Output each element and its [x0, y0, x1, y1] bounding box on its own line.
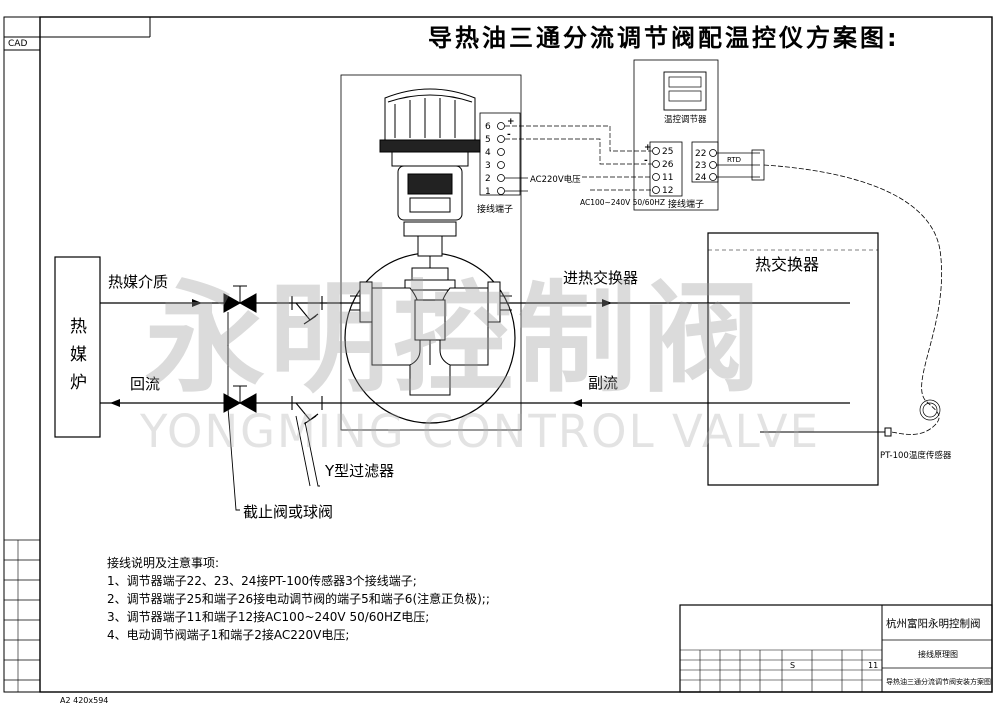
valve-detail-frame: [340, 74, 522, 431]
watermark-cn: 永明控制阀: [145, 270, 765, 409]
svg-text:24: 24: [695, 173, 707, 183]
controller-terminal-block-a: [649, 141, 683, 197]
supply-arrow-2: [602, 299, 612, 307]
into-exchanger-label: 进热交换器: [563, 269, 638, 287]
title-block-drawing-name: 导热油三通分流调节阀安装方案图: [886, 677, 991, 686]
controller-frame: [633, 59, 719, 211]
furnace-label-2: 媒: [70, 345, 87, 365]
valve-terminal-4: 4: [485, 148, 505, 158]
heat-medium-label: 热媒介质: [108, 273, 168, 291]
svg-text:26: 26: [662, 160, 674, 170]
sheet-frame: [3, 16, 993, 693]
wiring-notes: 接线说明及注意事项: 1、调节器端子22、23、24接PT-100传感器3个接线…: [107, 555, 490, 642]
valve-terminal-3: 3: [485, 161, 505, 171]
return-arrow-1: [110, 399, 120, 407]
svg-text:11: 11: [662, 173, 673, 183]
controller-label: 温控调节器: [664, 114, 707, 125]
watermark-en: YONGMING CONTROL VALVE: [139, 405, 820, 458]
svg-text:5: 5: [485, 135, 491, 145]
rtd-label: RTD: [727, 156, 741, 164]
valve-terminals: 6 5 4 3 2 1: [485, 122, 505, 197]
stop-valve-supply: [223, 285, 257, 313]
power-wires: [582, 176, 652, 191]
sensor-cable: [763, 164, 942, 435]
title-block-scale: S: [790, 661, 795, 670]
y-filter-supply: [291, 296, 323, 325]
valve-terminal-5: 5: [485, 135, 505, 145]
svg-text:25: 25: [662, 147, 673, 157]
signal-wires: [505, 125, 652, 165]
title-block-company: 杭州富阳永明控制阀: [886, 617, 981, 630]
svg-text:22: 22: [695, 149, 706, 159]
sensor-head: [884, 427, 892, 437]
ctrl-terminal-24: 24: [695, 173, 717, 183]
plus-sign-ctrl: +: [644, 143, 652, 153]
svg-text:12: 12: [662, 186, 673, 196]
plus-sign: +: [507, 117, 515, 127]
ctrl-terminal-22: 22: [695, 149, 717, 159]
minus-sign-ctrl: -: [644, 156, 648, 166]
valve-terminal-6: 6: [485, 122, 505, 132]
y-filter-label: Y型过滤器: [324, 462, 394, 480]
controller-terminals-b: 22 23 24: [695, 149, 717, 183]
page-title: 导热油三通分流调节阀配温控仪方案图:: [428, 24, 900, 52]
cad-label: CAD: [8, 39, 27, 49]
supply-arrow-1: [192, 299, 202, 307]
three-way-valve-body: [350, 267, 512, 396]
leader-lines: [227, 312, 320, 511]
y-filter-return: [291, 396, 323, 425]
ctrl-terminal-12: 12: [652, 186, 673, 196]
valve-terminal-1: 1: [485, 187, 505, 197]
valve-terminal-2: 2: [485, 174, 505, 184]
svg-text:2: 2: [485, 174, 491, 184]
controller-terminals-a: 25 26 11 12: [652, 147, 674, 196]
notes-heading: 接线说明及注意事项:: [107, 555, 219, 570]
svg-text:1: 1: [485, 187, 491, 197]
furnace-label-3: 炉: [70, 373, 87, 393]
ctrl-terminal-25: 25: [652, 147, 673, 157]
furnace-label-1: 热: [70, 317, 87, 337]
ac220-label: AC220V电压: [530, 174, 581, 185]
heat-exchanger-label: 热交换器: [755, 255, 819, 274]
title-block: [679, 604, 993, 693]
return-arrow-2: [572, 399, 582, 407]
pt100-label: PT-100温度传感器: [880, 450, 952, 461]
minus-sign: -: [507, 130, 511, 140]
svg-text:23: 23: [695, 161, 706, 171]
ac100-label: AC100~240V 50/60HZ: [580, 198, 665, 207]
controller-terminal-block-b: [691, 141, 719, 183]
heat-exchanger-tank: [707, 232, 879, 486]
valve-terminal-block: [479, 112, 521, 196]
rtd-wires: [716, 149, 765, 181]
svg-text:6: 6: [485, 122, 491, 132]
title-block-sheet: 11: [868, 661, 878, 670]
ctrl-terminal-23: 23: [695, 161, 717, 171]
controller-terminal-label: 接线端子: [668, 198, 704, 210]
note-4: 4、电动调节阀端子1和端子2接AC220V电压;: [107, 627, 349, 642]
note-3: 3、调节器端子11和端子12接AC100~240V 50/60HZ电压;: [107, 609, 429, 624]
electric-actuator: [379, 88, 481, 280]
ctrl-terminal-26: 26: [652, 160, 674, 170]
furnace-box: [54, 256, 101, 438]
watermark: 永明控制阀 YONGMING CONTROL VALVE: [139, 270, 820, 458]
bypass-label: 副流: [588, 374, 618, 392]
ac220-wires: [505, 177, 528, 192]
return-flow-label: 回流: [130, 375, 160, 393]
note-2: 2、调节器端子25和端子26接电动调节阀的端子5和端子6(注意正负极);;: [107, 591, 490, 606]
controller-display: [663, 71, 707, 111]
valve-terminal-label: 接线端子: [477, 203, 513, 215]
svg-text:4: 4: [485, 148, 491, 158]
stop-valve-label: 截止阀或球阀: [243, 503, 333, 521]
sensor-coil: [919, 399, 941, 421]
paper-size-label: A2 420x594: [60, 696, 108, 705]
ctrl-terminal-11: 11: [652, 173, 673, 183]
svg-text:3: 3: [485, 161, 491, 171]
note-1: 1、调节器端子22、23、24接PT-100传感器3个接线端子;: [107, 573, 417, 588]
title-block-drawing-type: 接线原理图: [918, 649, 958, 659]
